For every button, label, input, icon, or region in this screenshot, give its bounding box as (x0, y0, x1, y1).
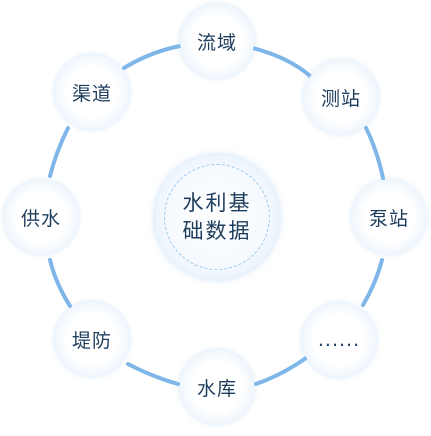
ring-arc-7 (48, 126, 70, 178)
node-gauging-station[interactable]: 测站 (304, 60, 378, 134)
center-title-line1: 水利基 (182, 191, 252, 215)
node-canal[interactable]: 渠道 (55, 55, 129, 129)
ring-arc-8 (122, 44, 182, 70)
center-dashed-ring: 水利基 础数据 (164, 164, 270, 270)
node-more[interactable]: ...... (302, 303, 376, 377)
node-reservoir[interactable]: 水库 (180, 350, 254, 424)
center-node: 水利基 础数据 (155, 155, 279, 279)
ring-arc-6 (48, 258, 72, 308)
node-basin[interactable]: 流域 (180, 4, 254, 78)
node-embankment[interactable]: 堤防 (55, 302, 129, 376)
node-water-supply[interactable]: 供水 (4, 180, 78, 254)
ring-arc-1 (251, 46, 312, 78)
center-title-line2: 础数据 (182, 219, 252, 243)
ring-arc-5 (126, 362, 180, 386)
node-pump-station[interactable]: 泵站 (352, 180, 426, 254)
ring-arc-4 (254, 356, 308, 386)
ring-arc-2 (364, 126, 385, 180)
ring-arc-3 (361, 258, 384, 307)
